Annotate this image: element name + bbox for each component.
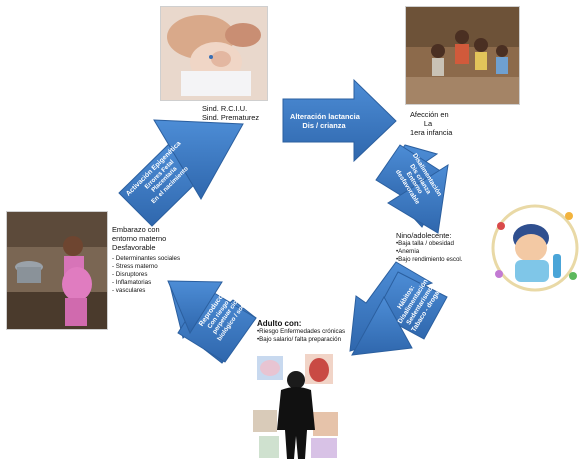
premature-baby-photo [160,6,268,101]
arrow-left-upper-head [153,119,244,200]
arrow-right-down-head [387,163,449,234]
infancy-text: Afección en La 1era infancia [410,110,453,137]
pregnancy-factors-list: Determinantes sociales Stress materno Di… [112,255,180,295]
adult-text: Adulto con: •Riesgo Enfermedades crónica… [257,319,346,343]
arrow-top-label: Alteración lactancia Dis / crianza [290,112,360,130]
pregnancy-text: Embarazo con entorno materno Desfavorabl… [112,225,180,295]
children-group-photo [405,6,520,105]
baby-conditions-text: Sind. R.C.I.U. Sind. Prematurez [202,104,260,122]
pregnant-woman-photo [6,211,108,330]
arrow-left-lower-head [167,280,223,335]
adult-conditions-list: •Riesgo Enfermedades crónicas •Bajo sala… [257,328,346,343]
adult-organs-illustration [249,350,342,461]
arrow-top [282,78,397,163]
arrow-right-lower-head [351,295,413,356]
sick-teen-illustration [487,196,584,300]
child-conditions-list: •Baja talla / obesidad •Anemia •Bajo ren… [396,240,463,263]
child-adolescent-text: Nino/adolecente: •Baja talla / obesidad … [396,231,463,263]
